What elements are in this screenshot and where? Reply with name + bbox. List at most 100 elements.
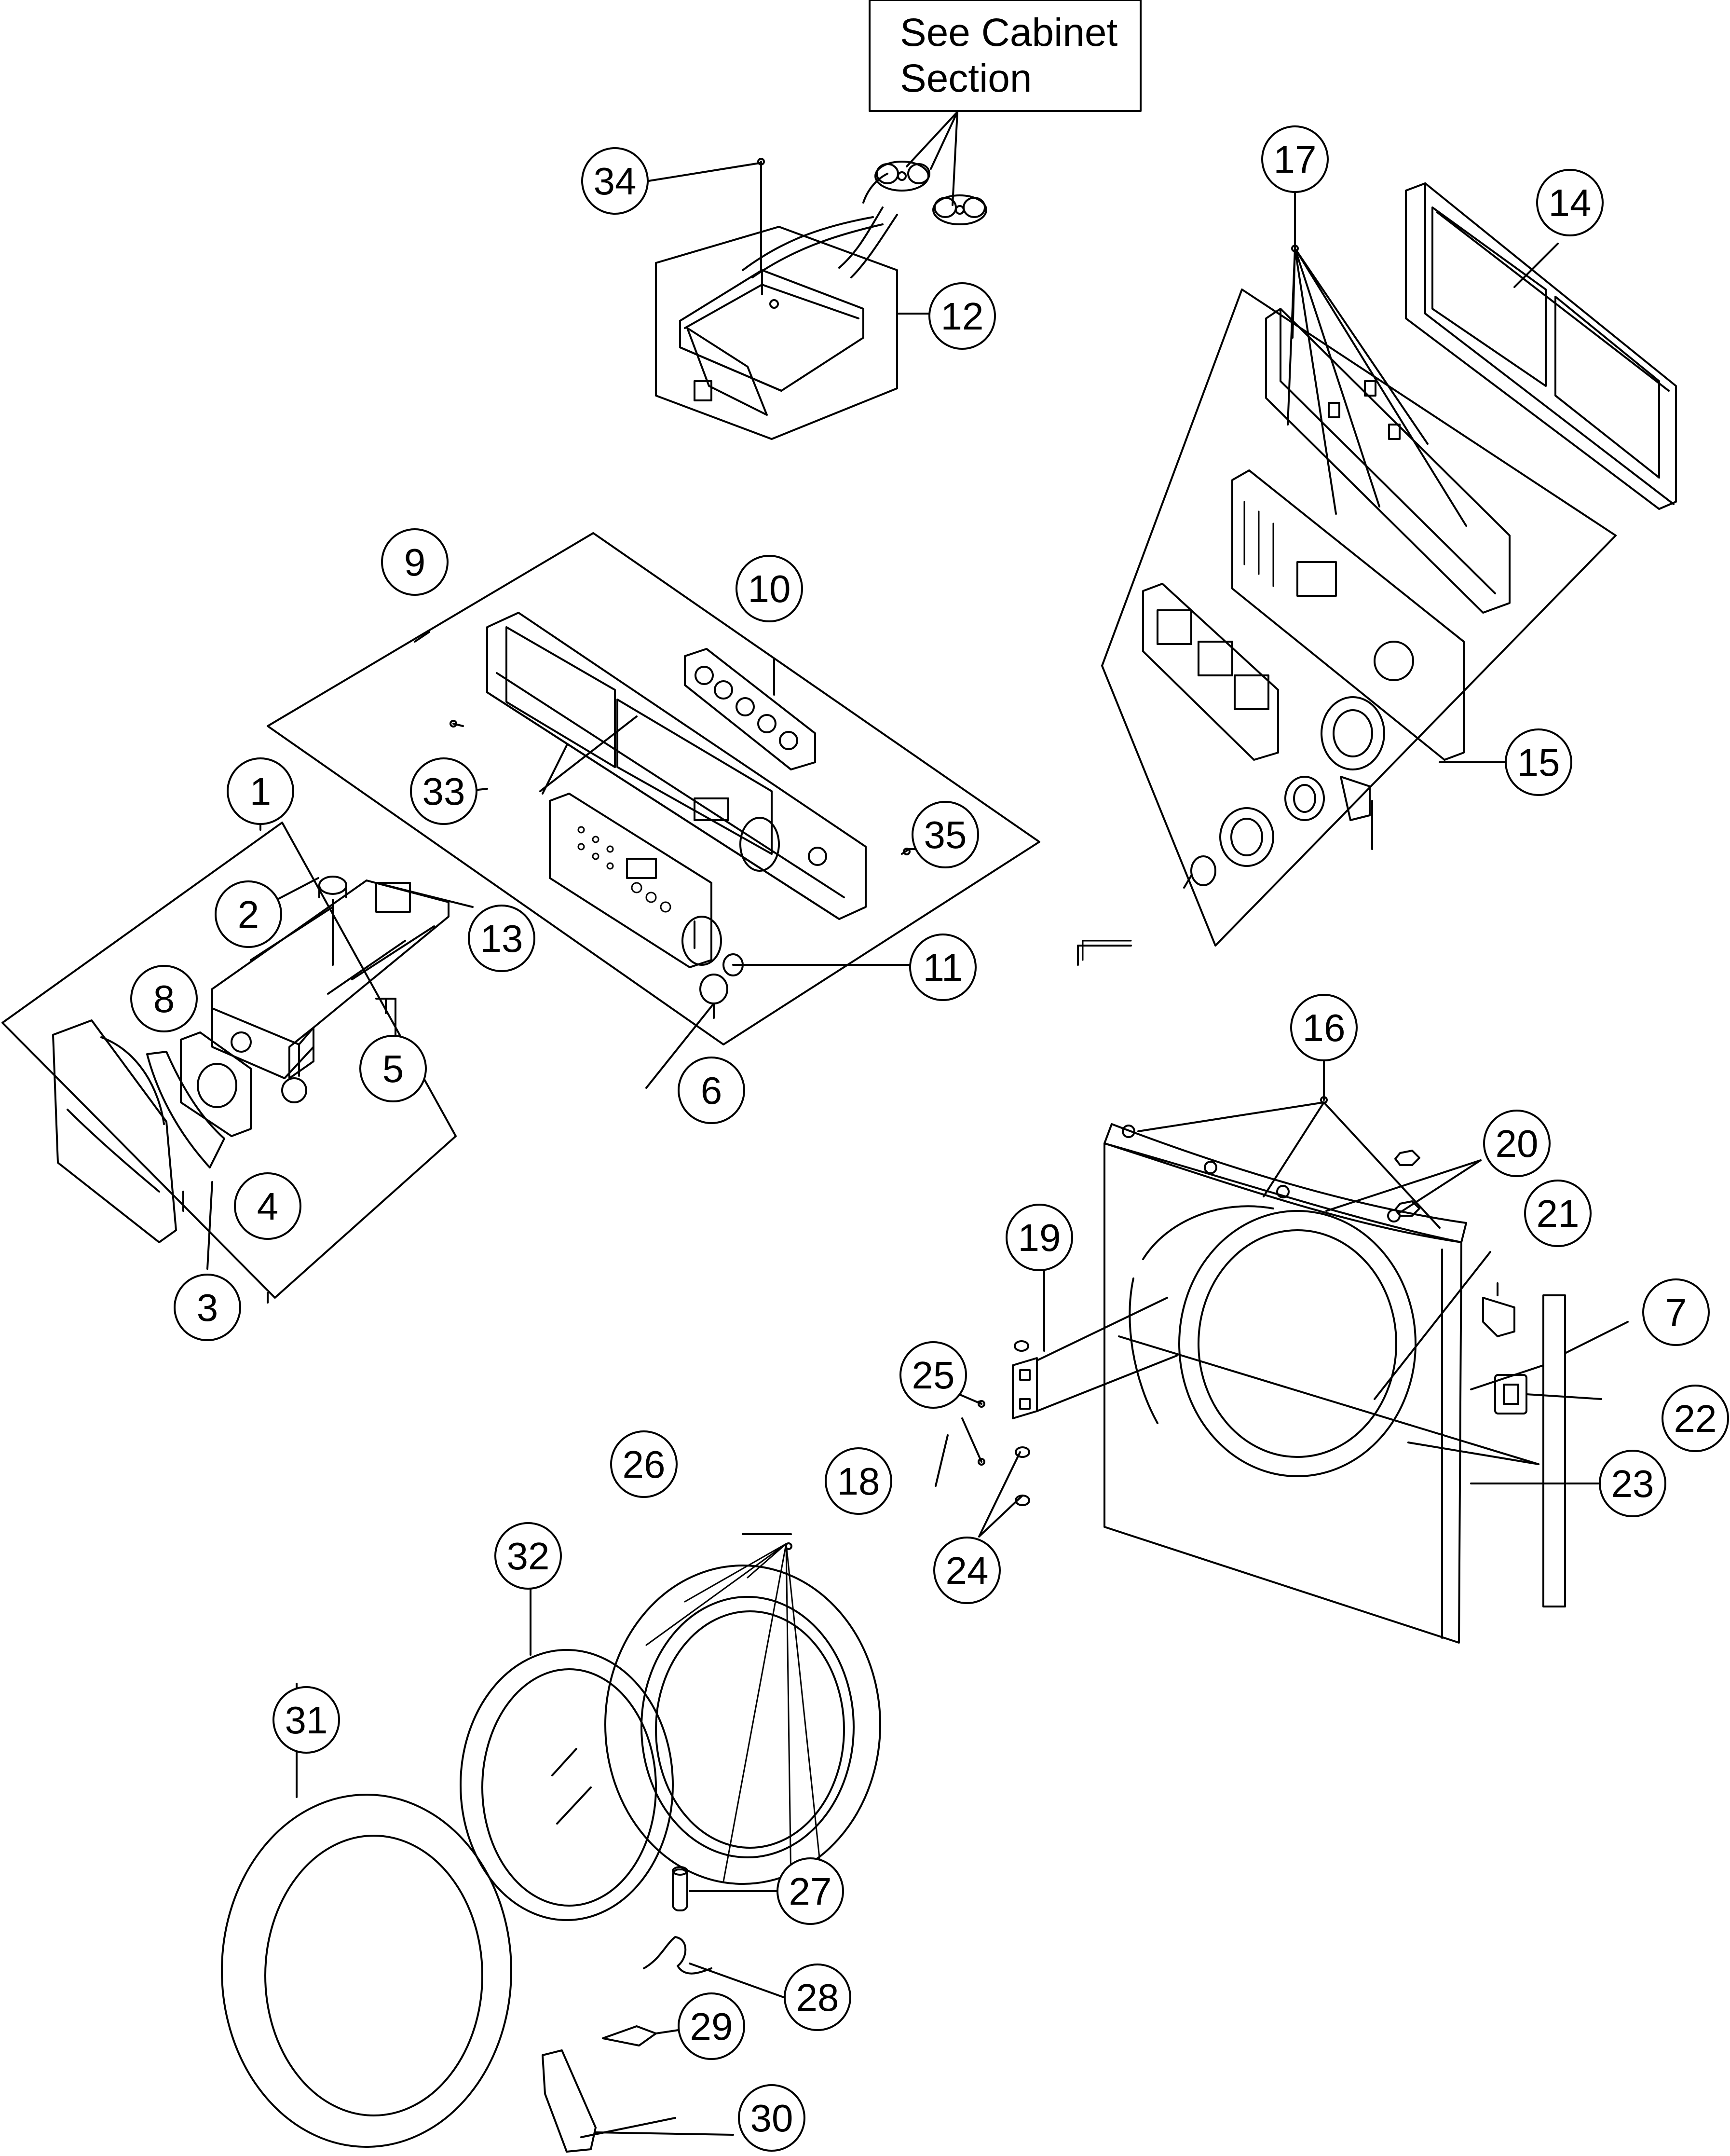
callout-circle: [410, 757, 477, 825]
callout-circle: [784, 1964, 851, 2031]
callout-27: 27: [776, 1857, 844, 1925]
control-electronics-group: [1101, 245, 1617, 947]
callout-circle: [215, 880, 282, 948]
callout-20: 20: [1483, 1110, 1551, 1177]
callout-label: 18: [837, 1460, 880, 1503]
callout-label: 35: [924, 813, 967, 856]
callout-9: 9: [381, 528, 449, 596]
callout-circle: [1642, 1278, 1710, 1346]
callout-5: 5: [359, 1035, 427, 1102]
callout-33: 33: [410, 757, 477, 825]
callout-circle: [933, 1537, 1001, 1604]
callout-label: 15: [1517, 741, 1560, 784]
callout-32: 32: [494, 1522, 562, 1590]
callout-circle: [468, 905, 535, 972]
callout-label: 13: [480, 917, 523, 960]
note-line-2: Section: [900, 56, 1032, 100]
callout-label: 17: [1274, 138, 1317, 181]
callout-circle: [1662, 1385, 1729, 1452]
callout-29: 29: [678, 1992, 745, 2060]
callout-13: 13: [468, 905, 535, 972]
callout-24: 24: [933, 1537, 1001, 1604]
callout-14: 14: [1536, 169, 1604, 236]
callout-circle: [1524, 1180, 1592, 1247]
callout-26: 26: [610, 1430, 678, 1498]
callout-30: 30: [738, 2084, 805, 2152]
callout-label: 25: [912, 1354, 955, 1397]
callout-circle: [738, 2084, 805, 2152]
callout-label: 30: [750, 2097, 793, 2140]
callout-label: 20: [1496, 1122, 1539, 1165]
callout-label: 11: [923, 946, 963, 989]
callout-4: 4: [234, 1172, 301, 1240]
callout-circle: [776, 1857, 844, 1925]
callout-7: 7: [1642, 1278, 1710, 1346]
callout-circle: [736, 555, 803, 622]
callout-label: 22: [1674, 1397, 1717, 1440]
callout-circle: [581, 147, 649, 215]
note-line-1: See Cabinet: [900, 11, 1118, 55]
callout-label: 33: [422, 770, 465, 813]
callout-34: 34: [581, 147, 649, 215]
callout-label: 5: [382, 1047, 404, 1090]
callout-12: 12: [928, 282, 996, 350]
callouts-layer: 1234567891011121314151617181920212223242…: [130, 125, 1729, 2152]
callout-circle: [1599, 1450, 1666, 1517]
callout-label: 6: [701, 1069, 722, 1112]
see-cabinet-section-note: See Cabinet Section: [869, 0, 1142, 206]
callout-circle: [1505, 728, 1572, 796]
callout-3: 3: [174, 1274, 241, 1341]
dispenser-housing-part: [655, 158, 987, 440]
callout-circle: [912, 801, 979, 868]
callout-circle: [234, 1172, 301, 1240]
callout-19: 19: [1006, 1204, 1073, 1271]
callout-label: 28: [796, 1976, 839, 2019]
callout-1: 1: [227, 757, 294, 825]
front-panel-group: [947, 945, 1629, 1644]
callout-18: 18: [825, 1447, 892, 1515]
callout-label: 34: [594, 160, 637, 203]
callout-circle: [1483, 1110, 1551, 1177]
callout-circle: [1261, 125, 1329, 193]
callout-leaders: [182, 162, 1559, 1487]
callout-label: 23: [1611, 1462, 1654, 1505]
callout-label: 21: [1537, 1192, 1580, 1235]
callout-circle: [610, 1430, 678, 1498]
callout-circle: [272, 1686, 340, 1754]
callout-11: 11: [909, 934, 977, 1001]
callout-8: 8: [130, 965, 198, 1032]
callout-label: 7: [1665, 1291, 1687, 1334]
callout-label: 27: [789, 1870, 832, 1913]
callout-circle: [825, 1447, 892, 1515]
callout-label: 32: [507, 1535, 550, 1578]
callout-circle: [909, 934, 977, 1001]
callout-label: 1: [250, 770, 272, 813]
callout-label: 29: [690, 2005, 733, 2048]
callout-22: 22: [1662, 1385, 1729, 1452]
console-group: [267, 532, 1040, 1045]
callout-21: 21: [1524, 1180, 1592, 1247]
callout-label: 3: [197, 1286, 218, 1329]
callout-25: 25: [899, 1341, 967, 1409]
callout-circle: [678, 1992, 745, 2060]
callout-circle: [899, 1341, 967, 1409]
callout-label: 8: [153, 977, 175, 1020]
callout-circle: [174, 1274, 241, 1341]
callout-label: 9: [404, 541, 426, 584]
callout-label: 4: [257, 1185, 279, 1228]
callout-label: 2: [238, 893, 259, 936]
callout-23: 23: [1599, 1450, 1666, 1517]
callout-31: 31: [272, 1686, 340, 1754]
callout-circle: [381, 528, 449, 596]
callout-circle: [1536, 169, 1604, 236]
callout-label: 24: [946, 1549, 989, 1592]
callout-label: 26: [623, 1443, 666, 1486]
callout-label: 12: [941, 295, 984, 338]
callout-16: 16: [1290, 994, 1358, 1061]
bracket-part-14: [1405, 182, 1677, 510]
callout-17: 17: [1261, 125, 1329, 193]
callout-circle: [359, 1035, 427, 1102]
door-assembly-group: [221, 1533, 881, 2153]
callout-circle: [678, 1057, 745, 1124]
